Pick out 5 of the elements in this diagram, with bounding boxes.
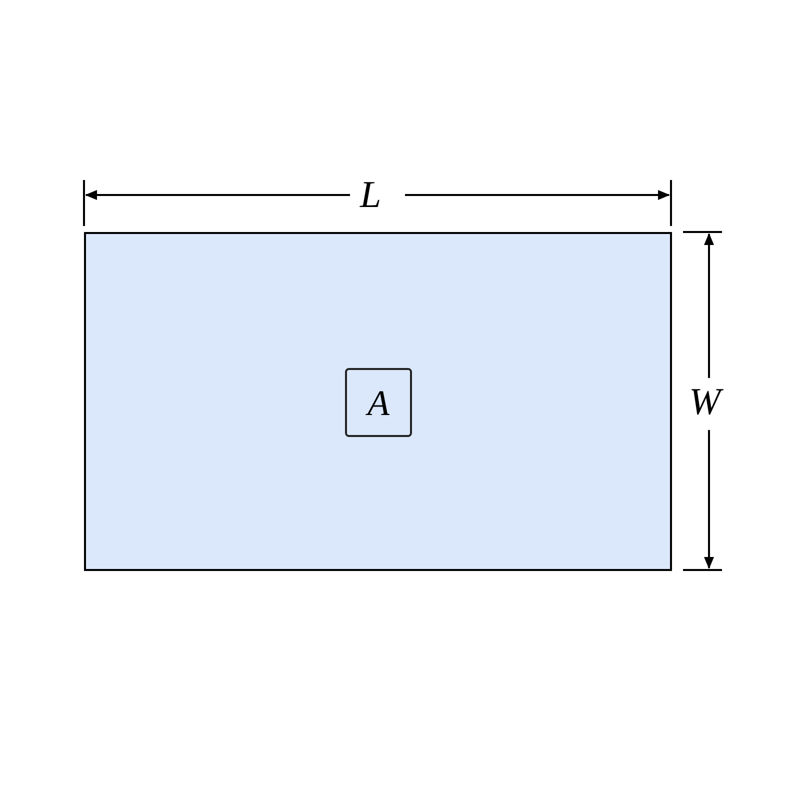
dimension-label: W [689,383,721,421]
label-box [345,368,412,437]
rectangle [84,232,672,571]
area-label: A [368,384,390,420]
dimension-label: L [360,176,382,214]
